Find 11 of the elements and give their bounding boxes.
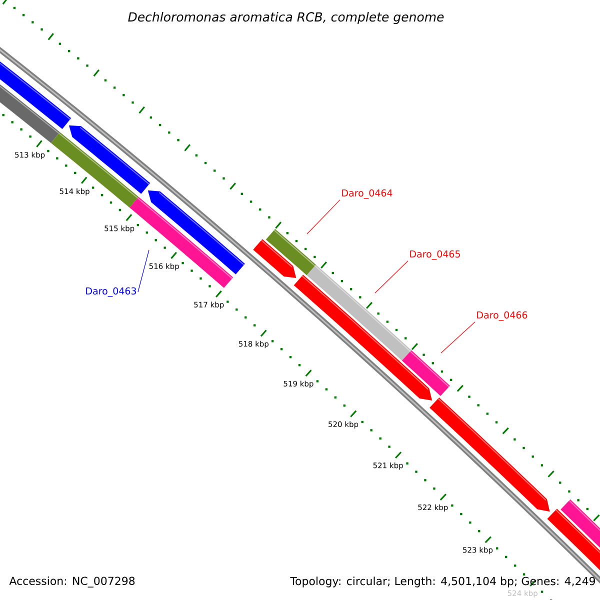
leader-line [138, 250, 150, 292]
leader-line [306, 200, 340, 234]
accession-text: Accession: NC_007298 [9, 576, 135, 588]
title: Dechloromonas aromatica RCB, complete genome [128, 12, 444, 24]
gene-label: Daro_0464 [342, 189, 392, 199]
gene-label: Daro_0465 [410, 250, 460, 260]
gene-label: Daro_0463 [86, 287, 136, 297]
genome-info-text: Topology: circular; Length: 4,501,104 bp; Genes: 4,249 [290, 576, 596, 588]
leader-line [374, 260, 408, 294]
leader-line [440, 322, 476, 354]
gene-label: Daro_0466 [477, 311, 528, 321]
